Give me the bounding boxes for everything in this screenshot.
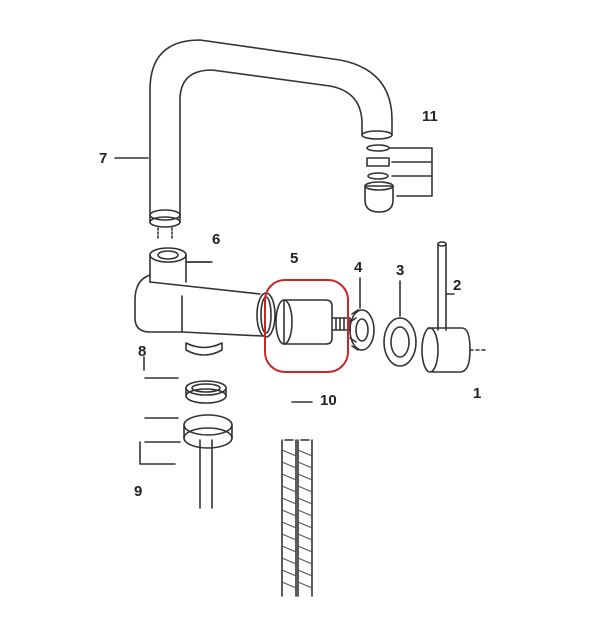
label-part-7: 7 xyxy=(99,150,108,167)
label-part-8: 8 xyxy=(138,343,147,360)
lower-parts-8-9 xyxy=(139,342,233,509)
handle-part-1-2 xyxy=(421,241,486,373)
label-part-1: 1 xyxy=(473,385,482,402)
label-part-9: 9 xyxy=(134,483,143,500)
highlight-box xyxy=(264,279,349,373)
label-part-2: 2 xyxy=(453,277,462,294)
cap-part-3 xyxy=(383,280,417,367)
aerator-part-11 xyxy=(364,144,433,213)
cartridge-part-5 xyxy=(275,299,351,345)
label-part-3: 3 xyxy=(396,262,405,279)
nut-part-4 xyxy=(349,277,375,351)
label-part-6: 6 xyxy=(212,231,221,248)
leader-lines xyxy=(114,157,213,263)
label-part-10: 10 xyxy=(320,392,337,409)
hoses-part-10 xyxy=(281,401,313,597)
label-part-11: 11 xyxy=(422,108,438,125)
label-part-4: 4 xyxy=(354,259,363,276)
label-part-5: 5 xyxy=(290,250,299,267)
spout-part-7 xyxy=(149,39,393,241)
hose-hatching xyxy=(281,449,313,589)
